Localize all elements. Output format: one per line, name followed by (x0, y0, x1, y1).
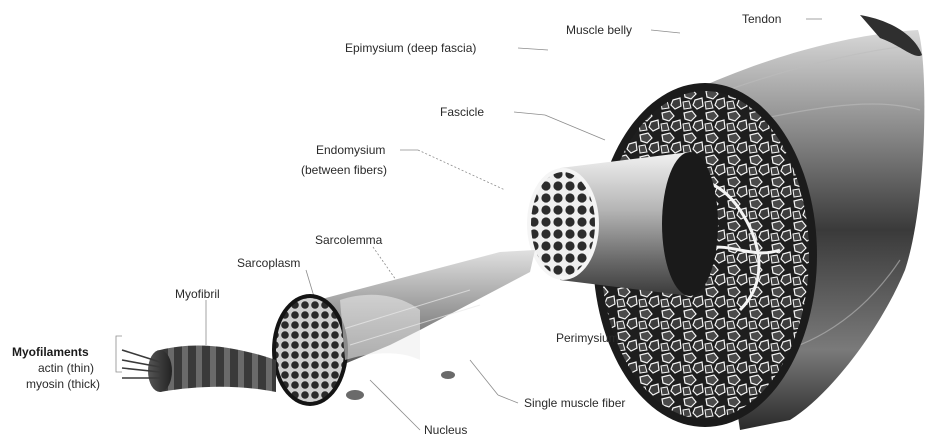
label-myofilaments: Myofilaments (12, 345, 89, 359)
label-perimysium: Perimysium (556, 331, 619, 345)
label-fascicle: Fascicle (440, 105, 484, 119)
label-myosin: myosin (thick) (26, 377, 100, 391)
label-endomysium-note: (between fibers) (301, 163, 387, 177)
label-sarcoplasm: Sarcoplasm (237, 256, 300, 270)
label-actin: actin (thin) (38, 361, 94, 375)
fascicle-section (527, 152, 718, 296)
label-epimysium: Epimysium (deep fascia) (345, 41, 476, 55)
myofibril-section (122, 345, 276, 392)
label-tendon: Tendon (742, 12, 781, 26)
label-endomysium: Endomysium (316, 143, 385, 157)
label-muscle-belly: Muscle belly (566, 23, 632, 37)
label-single-muscle-fiber: Single muscle fiber (524, 396, 625, 410)
single-fiber-section (272, 250, 535, 406)
label-sarcolemma: Sarcolemma (315, 233, 382, 247)
label-myofibril: Myofibril (175, 287, 220, 301)
